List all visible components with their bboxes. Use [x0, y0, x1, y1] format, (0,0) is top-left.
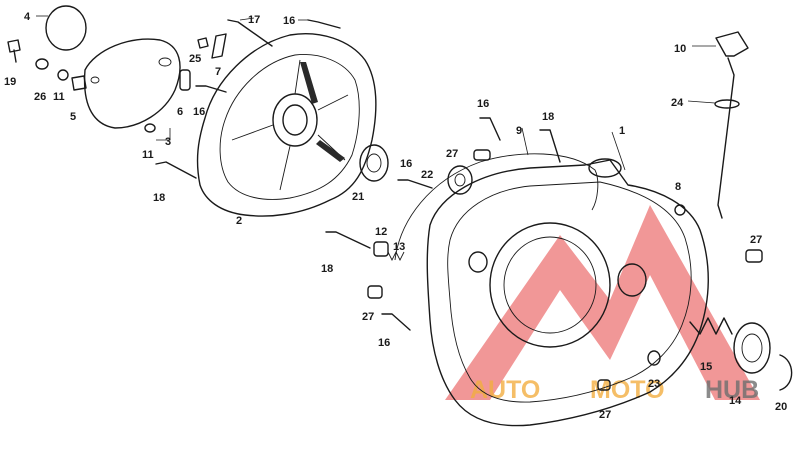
watermark-m-shape — [445, 205, 760, 400]
part-seal-14-inner — [741, 333, 763, 363]
callout-23: 23 — [648, 378, 660, 390]
callout-18c: 18 — [321, 263, 333, 275]
part-small-cover — [83, 38, 181, 129]
part-spring-15 — [689, 317, 733, 335]
part-nut-11b — [144, 123, 156, 133]
part-bearing-21-inner — [366, 153, 382, 173]
part-cover-shade — [300, 62, 345, 162]
callout-3: 3 — [165, 136, 171, 148]
callout-7: 7 — [215, 66, 221, 78]
part-right-cover-inner — [447, 181, 692, 403]
part-dowel-27b — [367, 285, 383, 299]
part-seal-14 — [733, 322, 771, 374]
part-right-cover-small-boss — [468, 251, 488, 273]
part-bolt-16d — [479, 117, 501, 141]
callout-9: 9 — [516, 125, 522, 137]
callout-labels: 1 2 3 4 5 6 7 8 9 10 11 11 12 13 14 15 1… — [4, 11, 787, 421]
callout-10: 10 — [674, 43, 686, 55]
callout-16a: 16 — [283, 15, 295, 27]
part-right-cover-clutch-boss — [489, 222, 611, 348]
part-crankcase-cover-inner — [219, 54, 360, 200]
part-bearing-22-inner — [454, 173, 466, 187]
callout-20: 20 — [775, 401, 787, 413]
callout-18a: 18 — [153, 192, 165, 204]
watermark-hub: HUB — [705, 376, 759, 404]
part-dowel-27d — [597, 379, 611, 391]
callout-17: 17 — [248, 14, 260, 26]
callout-27d: 27 — [599, 409, 611, 421]
part-right-cover-clutch-boss-inner — [503, 236, 597, 334]
part-dipstick-rod — [717, 57, 735, 219]
part-cover-bearing-boss — [272, 93, 318, 147]
part-o-ring-24 — [714, 99, 740, 109]
part-cover-boss-2 — [90, 76, 100, 84]
part-bolt-17 — [227, 19, 273, 47]
part-7-bracket — [211, 33, 227, 59]
part-dowel-6 — [179, 69, 191, 91]
callout-19: 19 — [4, 76, 16, 88]
part-crankcase-cover-2 — [196, 33, 377, 217]
callout-13: 13 — [393, 241, 405, 253]
callout-18b: 18 — [542, 111, 554, 123]
part-right-cover-1 — [426, 159, 709, 427]
callout-4: 4 — [24, 11, 31, 23]
part-gasket-9 — [394, 153, 599, 261]
part-bolt-16a — [307, 19, 341, 29]
callout-6: 6 — [177, 106, 183, 118]
callout-2: 2 — [236, 215, 242, 227]
part-dowel-27c — [745, 249, 763, 263]
leader-lines — [36, 15, 716, 171]
part-right-cover-filler — [588, 158, 622, 178]
callout-15: 15 — [700, 361, 712, 373]
callout-16b: 16 — [193, 106, 205, 118]
callout-22: 22 — [421, 169, 433, 181]
part-nut-11a — [57, 69, 69, 81]
part-8 — [674, 204, 686, 216]
callout-27b: 27 — [362, 311, 374, 323]
part-bearing-21 — [359, 144, 389, 182]
callout-25: 25 — [189, 53, 201, 65]
part-bolt-16c — [397, 179, 433, 189]
callout-8: 8 — [675, 181, 681, 193]
part-25 — [197, 37, 209, 49]
part-cover-ribs — [231, 59, 349, 191]
part-bolt-16e — [381, 313, 411, 331]
callout-26: 26 — [34, 91, 46, 103]
callout-14: 14 — [729, 395, 742, 407]
part-bearing-22 — [447, 165, 473, 195]
callout-16e: 16 — [378, 337, 390, 349]
part-cover-bearing-hole — [282, 104, 308, 136]
part-right-cover-pump-boss — [617, 263, 647, 297]
part-spring-13 — [387, 250, 405, 262]
part-bolt-16b — [195, 85, 227, 93]
part-bolt-19 — [7, 39, 21, 63]
callout-12: 12 — [375, 226, 387, 238]
callout-1: 1 — [619, 125, 625, 137]
watermark-auto: AUTO — [470, 376, 540, 404]
part-circlip-20 — [779, 354, 793, 391]
part-o-ring-large — [45, 5, 87, 51]
part-5 — [71, 75, 87, 91]
callout-16c: 16 — [477, 98, 489, 110]
part-o-ring-23 — [647, 350, 661, 366]
part-bolt-18b — [539, 129, 561, 163]
callout-16d: 16 — [400, 158, 412, 170]
callout-27c: 27 — [750, 234, 762, 246]
callout-27a: 27 — [446, 148, 458, 160]
callout-11a: 11 — [53, 91, 65, 103]
part-washer-26 — [35, 58, 49, 70]
part-12 — [373, 241, 389, 257]
part-bolt-18a — [155, 161, 197, 179]
part-bolt-18c — [325, 231, 371, 249]
part-dowel-27a — [473, 149, 491, 161]
watermark-logo: AUTO MOTO HUB — [445, 205, 760, 404]
callout-11b: 11 — [142, 149, 154, 161]
callout-21: 21 — [352, 191, 364, 203]
part-dipstick-10 — [715, 31, 749, 57]
callout-24: 24 — [671, 97, 684, 109]
callout-5: 5 — [70, 111, 76, 123]
part-cover-boss — [158, 57, 172, 67]
